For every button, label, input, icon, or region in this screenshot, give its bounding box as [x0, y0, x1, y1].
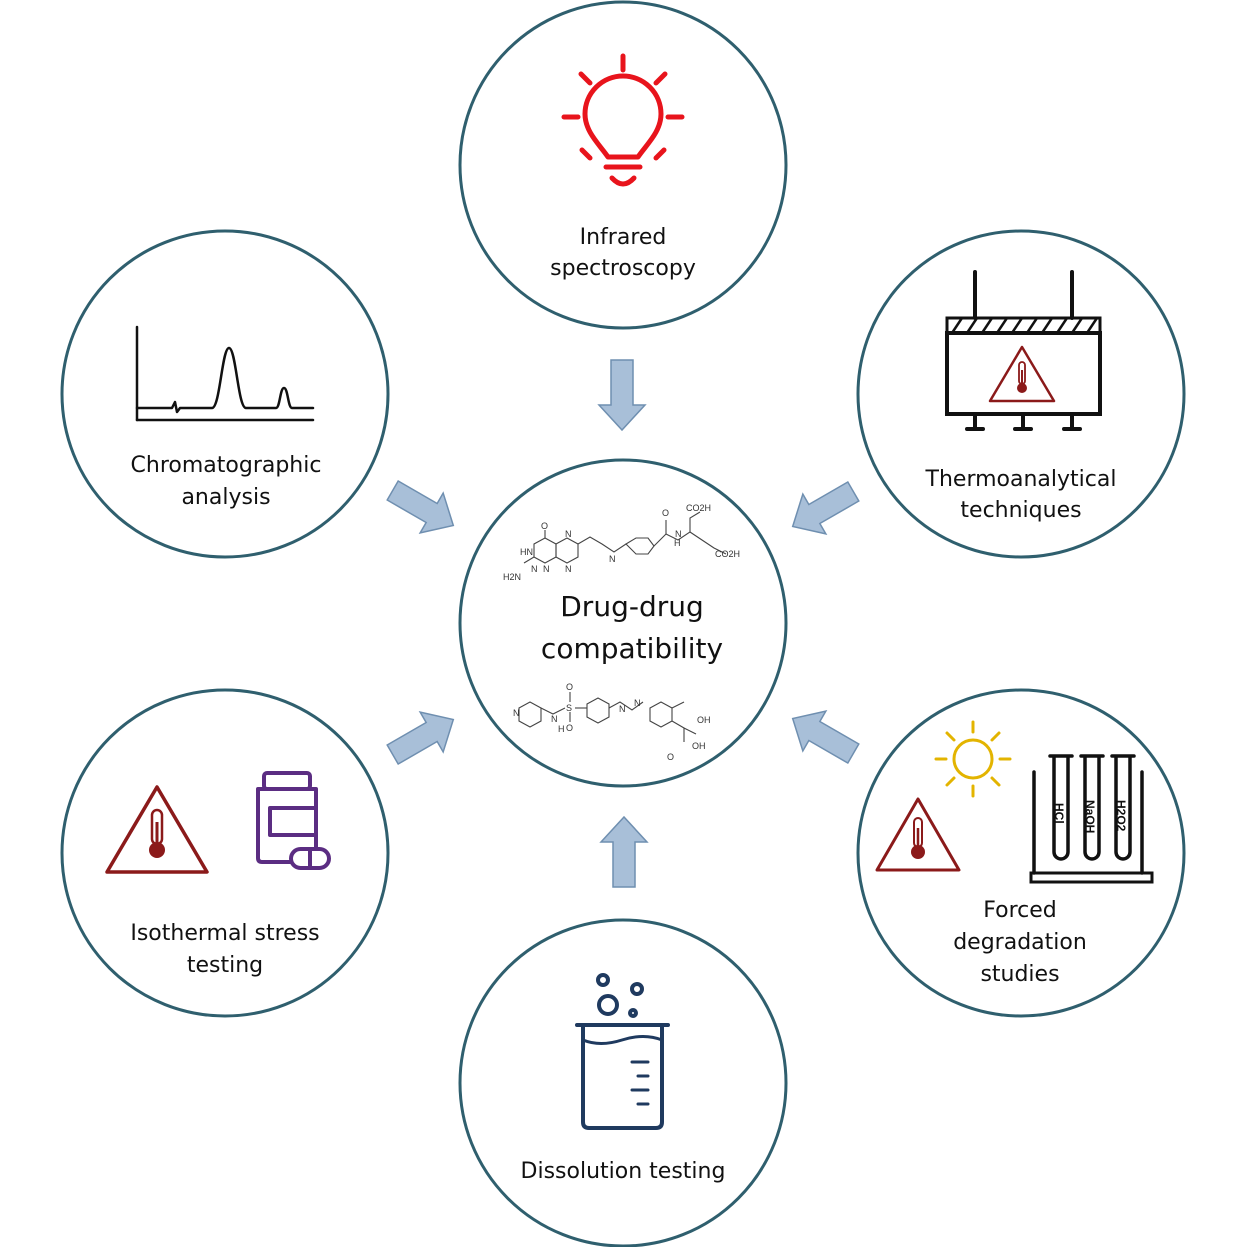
mol-bot-o1: O — [566, 682, 573, 692]
label-forced-3: studies — [980, 962, 1059, 987]
arrow-from-thermo — [791, 480, 860, 536]
arrow-from-forced — [791, 709, 860, 765]
label-isothermal-1: Isothermal stress — [130, 921, 319, 946]
mol-top-co2h-1: CO2H — [686, 503, 711, 513]
circle-center — [458, 458, 788, 788]
molecule-bottom — [518, 692, 697, 742]
mol-top-n2: N — [565, 564, 572, 574]
mol-bot-n3: N — [619, 704, 626, 714]
circle-dissolution — [458, 918, 788, 1247]
warning-thermometer-icon-thermo — [988, 345, 1056, 403]
label-forced-2: degradation — [953, 930, 1087, 955]
label-chromatographic-2: analysis — [181, 485, 270, 510]
warning-thermometer-icon-forced — [875, 797, 961, 872]
label-infrared-2: spectroscopy — [550, 256, 696, 281]
mol-top-o: O — [541, 521, 548, 531]
arrow-from-infrared — [597, 359, 647, 432]
label-thermo-1: Thermoanalytical — [925, 467, 1117, 492]
tube-label-naoh: NaOH — [1083, 800, 1097, 833]
pill-bottle-icon — [256, 771, 331, 870]
test-tube-rack-icon — [1029, 754, 1154, 884]
mol-top-n3: N — [543, 564, 550, 574]
mol-bot-oh2: OH — [692, 741, 706, 751]
chromatogram-icon — [135, 325, 315, 422]
mol-top-n1: N — [565, 529, 572, 539]
center-label-line1: Drug-drug — [560, 590, 704, 623]
mol-top-co2h-2: CO2H — [715, 549, 740, 559]
label-thermo-2: techniques — [960, 498, 1081, 523]
node-circles — [60, 0, 1186, 1247]
mol-bot-o2: O — [566, 723, 573, 733]
label-isothermal-2: testing — [187, 953, 263, 978]
mol-top-hn: HN — [520, 547, 533, 557]
mol-bot-h: H — [558, 724, 565, 734]
center-label-line2: compatibility — [541, 632, 723, 665]
label-chromatographic-1: Chromatographic — [131, 453, 322, 478]
tube-label-hcl: HCl — [1052, 803, 1066, 824]
mol-bot-s: S — [566, 703, 572, 713]
label-dissolution-1: Dissolution testing — [521, 1159, 726, 1184]
mol-top-h: H — [674, 538, 681, 548]
beaker-icon — [575, 973, 670, 1130]
sun-icon — [934, 720, 1012, 798]
label-forced-1: Forced — [983, 898, 1057, 923]
degradation-icon: HCl NaOH H2O2 — [875, 720, 1154, 884]
mol-top-n4: N — [531, 564, 538, 574]
thermal-analyzer-icon — [945, 270, 1102, 431]
circle-thermo — [856, 229, 1186, 559]
mol-bot-n1: N — [513, 708, 520, 718]
mol-bot-oh1: OH — [697, 715, 711, 725]
warning-thermometer-icon — [105, 785, 209, 874]
mol-bot-o3: O — [667, 752, 674, 762]
arrow-from-isothermal — [386, 710, 455, 766]
arrow-from-chromatographic — [386, 479, 455, 535]
mol-top-o2: O — [662, 508, 669, 518]
molecule-bottom-labels: N S O O N H N N OH O OH — [513, 682, 711, 762]
molecule-top-labels: O HN N N H2N N N N O CO2H H N CO2H — [503, 503, 740, 582]
mol-bot-n2: N — [551, 714, 558, 724]
mol-top-n5: N — [675, 529, 682, 539]
arrows — [386, 359, 860, 888]
mol-top-nh: N — [609, 554, 616, 564]
circle-chromatographic — [60, 229, 390, 559]
mol-bot-n4: N — [634, 698, 641, 708]
lightbulb-icon — [561, 53, 685, 187]
mol-top-h2n: H2N — [503, 572, 521, 582]
label-infrared-1: Infrared — [580, 225, 667, 250]
arrow-from-dissolution — [599, 815, 649, 888]
molecule-top — [523, 511, 727, 564]
circle-forced — [856, 688, 1186, 1018]
tube-label-h2o2: H2O2 — [1114, 800, 1128, 832]
